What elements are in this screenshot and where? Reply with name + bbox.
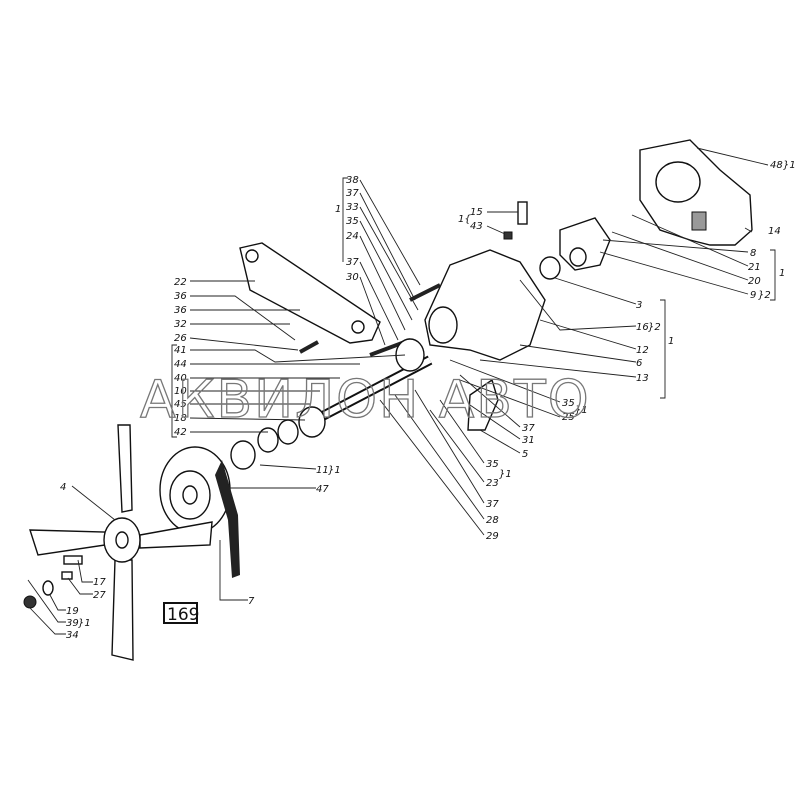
hub (230, 440, 256, 470)
label-6: 6 (636, 358, 642, 369)
label-13: 13 (636, 373, 649, 384)
label-36: 36 (174, 305, 187, 316)
label-35: 35 (562, 398, 575, 409)
label-1: 1 (779, 268, 785, 279)
label-48: 48 (770, 160, 783, 171)
label-34: 34 (66, 630, 79, 641)
pulley-center (182, 485, 198, 505)
parts-drawing (23, 139, 753, 661)
label-43: 43 (470, 221, 483, 232)
label-25: 25 (562, 412, 575, 423)
label-15: 15 (470, 207, 483, 218)
label-39-group: }1 (78, 618, 91, 629)
figure-number: 169 (167, 605, 199, 625)
washer (42, 580, 54, 596)
label-39: 39 (66, 618, 79, 629)
label-5: 5 (522, 449, 528, 460)
fitting-nut (503, 231, 513, 240)
label-14: 14 (768, 226, 781, 237)
label-29: 29 (486, 531, 499, 542)
label-27: 27 (93, 590, 106, 601)
label-37: 37 (346, 257, 359, 268)
label-31: 31 (522, 435, 535, 446)
figure-number-box (163, 602, 198, 624)
label-30: 30 (346, 272, 359, 283)
fan-bolt (61, 571, 73, 580)
label-35-group: }1 (575, 405, 588, 416)
bearing (395, 338, 425, 372)
plate-hole (351, 320, 365, 334)
label-1: 1 (335, 204, 341, 215)
label-8: 8 (750, 248, 756, 259)
rear-cover-rib (691, 211, 707, 231)
label-37: 37 (346, 188, 359, 199)
label-21: 21 (748, 262, 761, 273)
watermark: АКВИЛОН АВТО (140, 370, 591, 430)
bolt (299, 340, 319, 354)
label-17: 17 (93, 577, 106, 588)
label-38: 38 (346, 175, 359, 186)
plate-hole (245, 249, 259, 263)
label-42: 42 (174, 427, 187, 438)
label-28: 28 (486, 515, 499, 526)
rear-cover-opening (655, 161, 701, 203)
label-23-group: }1 (499, 469, 512, 480)
label-10: 10 (174, 386, 187, 397)
label-9: 9 (750, 290, 756, 301)
label-35: 35 (346, 216, 359, 227)
label-1: 1{ (458, 214, 471, 225)
label-37: 37 (486, 499, 499, 510)
label-48-group: }1 (783, 160, 796, 171)
label-44: 44 (174, 359, 187, 370)
fitting (517, 201, 528, 225)
housing-bore (428, 306, 458, 344)
label-24: 24 (346, 231, 359, 242)
label-7: 7 (248, 596, 255, 607)
label-40: 40 (174, 373, 187, 384)
seal (539, 256, 561, 280)
label-16: 16 (636, 322, 649, 333)
label-19: 19 (66, 606, 79, 617)
label-36: 36 (174, 291, 187, 302)
label-32: 32 (174, 319, 187, 330)
belt (215, 460, 240, 578)
label-9-group: }2 (758, 290, 771, 301)
label-22: 22 (174, 277, 187, 288)
fan (29, 424, 213, 661)
label-3: 3 (636, 300, 642, 311)
label-1: 1 (668, 336, 674, 347)
mounting-plate (239, 242, 381, 344)
label-23: 23 (486, 478, 499, 489)
label-20: 20 (748, 276, 761, 287)
label-4: 4 (60, 482, 66, 493)
label-26: 26 (174, 333, 187, 344)
bolt (409, 283, 441, 302)
label-12: 12 (636, 345, 649, 356)
part-labels: 22 36 36 32 26 41 44 40 10 45 18 42 1 38… (60, 160, 796, 641)
oil-seal (257, 427, 279, 453)
label-47: 47 (316, 484, 329, 495)
castle-nut (23, 595, 37, 609)
label-41: 41 (174, 345, 187, 356)
bearing (298, 406, 326, 438)
label-11-group: }1 (328, 465, 341, 476)
label-16-group: }2 (648, 322, 661, 333)
outlet-pipe (467, 378, 499, 431)
label-45: 45 (174, 399, 187, 410)
lock-plate (63, 555, 83, 565)
label-11: 11 (316, 465, 329, 476)
label-35: 35 (486, 459, 499, 470)
label-33: 33 (346, 202, 359, 213)
impeller-hub (569, 247, 587, 267)
label-37: 37 (522, 423, 535, 434)
leader-lines (27, 147, 776, 635)
label-18: 18 (174, 413, 187, 424)
